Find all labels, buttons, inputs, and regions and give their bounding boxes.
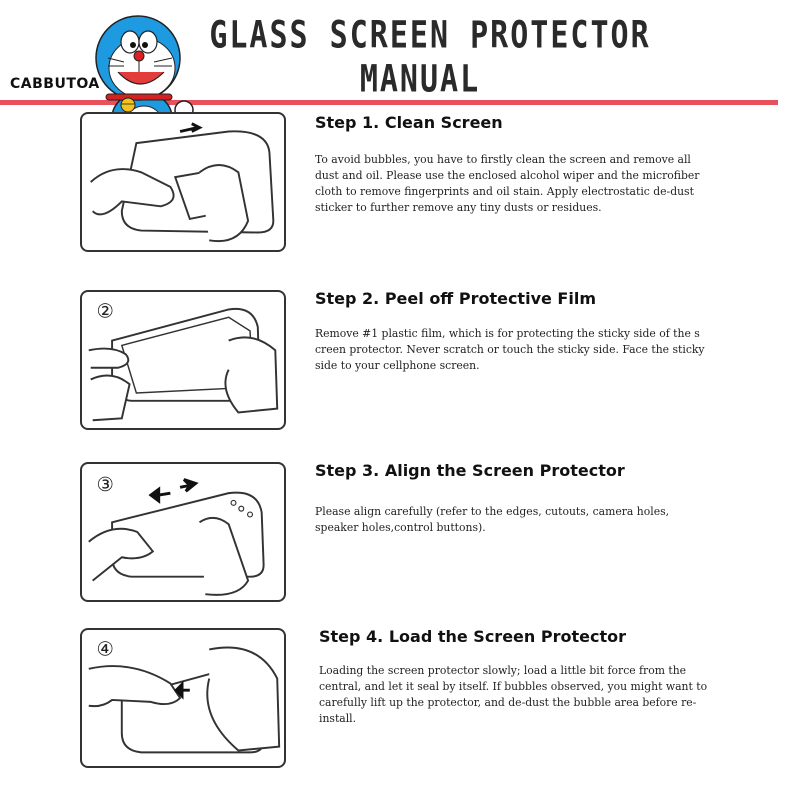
step4-badge: ④: [97, 637, 114, 660]
step1-illustration: [80, 112, 286, 252]
manual-title-line1: GLASS SCREEN PROTECTOR: [209, 13, 651, 58]
brand-name: CABBUTOA: [10, 76, 100, 92]
step4-title: Step 4. Load the Screen Protector: [319, 627, 626, 646]
step1-title: Step 1. Clean Screen: [315, 113, 503, 132]
step3-badge: ③: [97, 473, 114, 496]
header-divider: [0, 100, 778, 105]
step3-illustration: ③: [80, 462, 286, 602]
step2-title: Step 2. Peel off Protective Film: [315, 289, 596, 308]
cleaning-hand-icon: [90, 122, 275, 243]
pressing-hand-icon: ④: [88, 637, 281, 754]
step2-illustration: ②: [80, 290, 286, 430]
step4-illustration: ④: [80, 628, 286, 768]
peeling-hand-icon: ②: [88, 299, 279, 422]
step1-description: To avoid bubbles, you have to firstly cl…: [315, 153, 700, 214]
manual-title-line2: MANUAL: [359, 57, 481, 102]
step4-description: Loading the screen protector slowly; loa…: [319, 664, 708, 725]
step3-description: Please align carefully (refer to the edg…: [315, 505, 670, 534]
step3-title: Step 3. Align the Screen Protector: [315, 461, 625, 480]
step2-badge: ②: [97, 299, 114, 322]
aligning-hand-icon: ③: [88, 473, 265, 596]
step2-description: Remove #1 plastic film, which is for pro…: [315, 327, 705, 372]
